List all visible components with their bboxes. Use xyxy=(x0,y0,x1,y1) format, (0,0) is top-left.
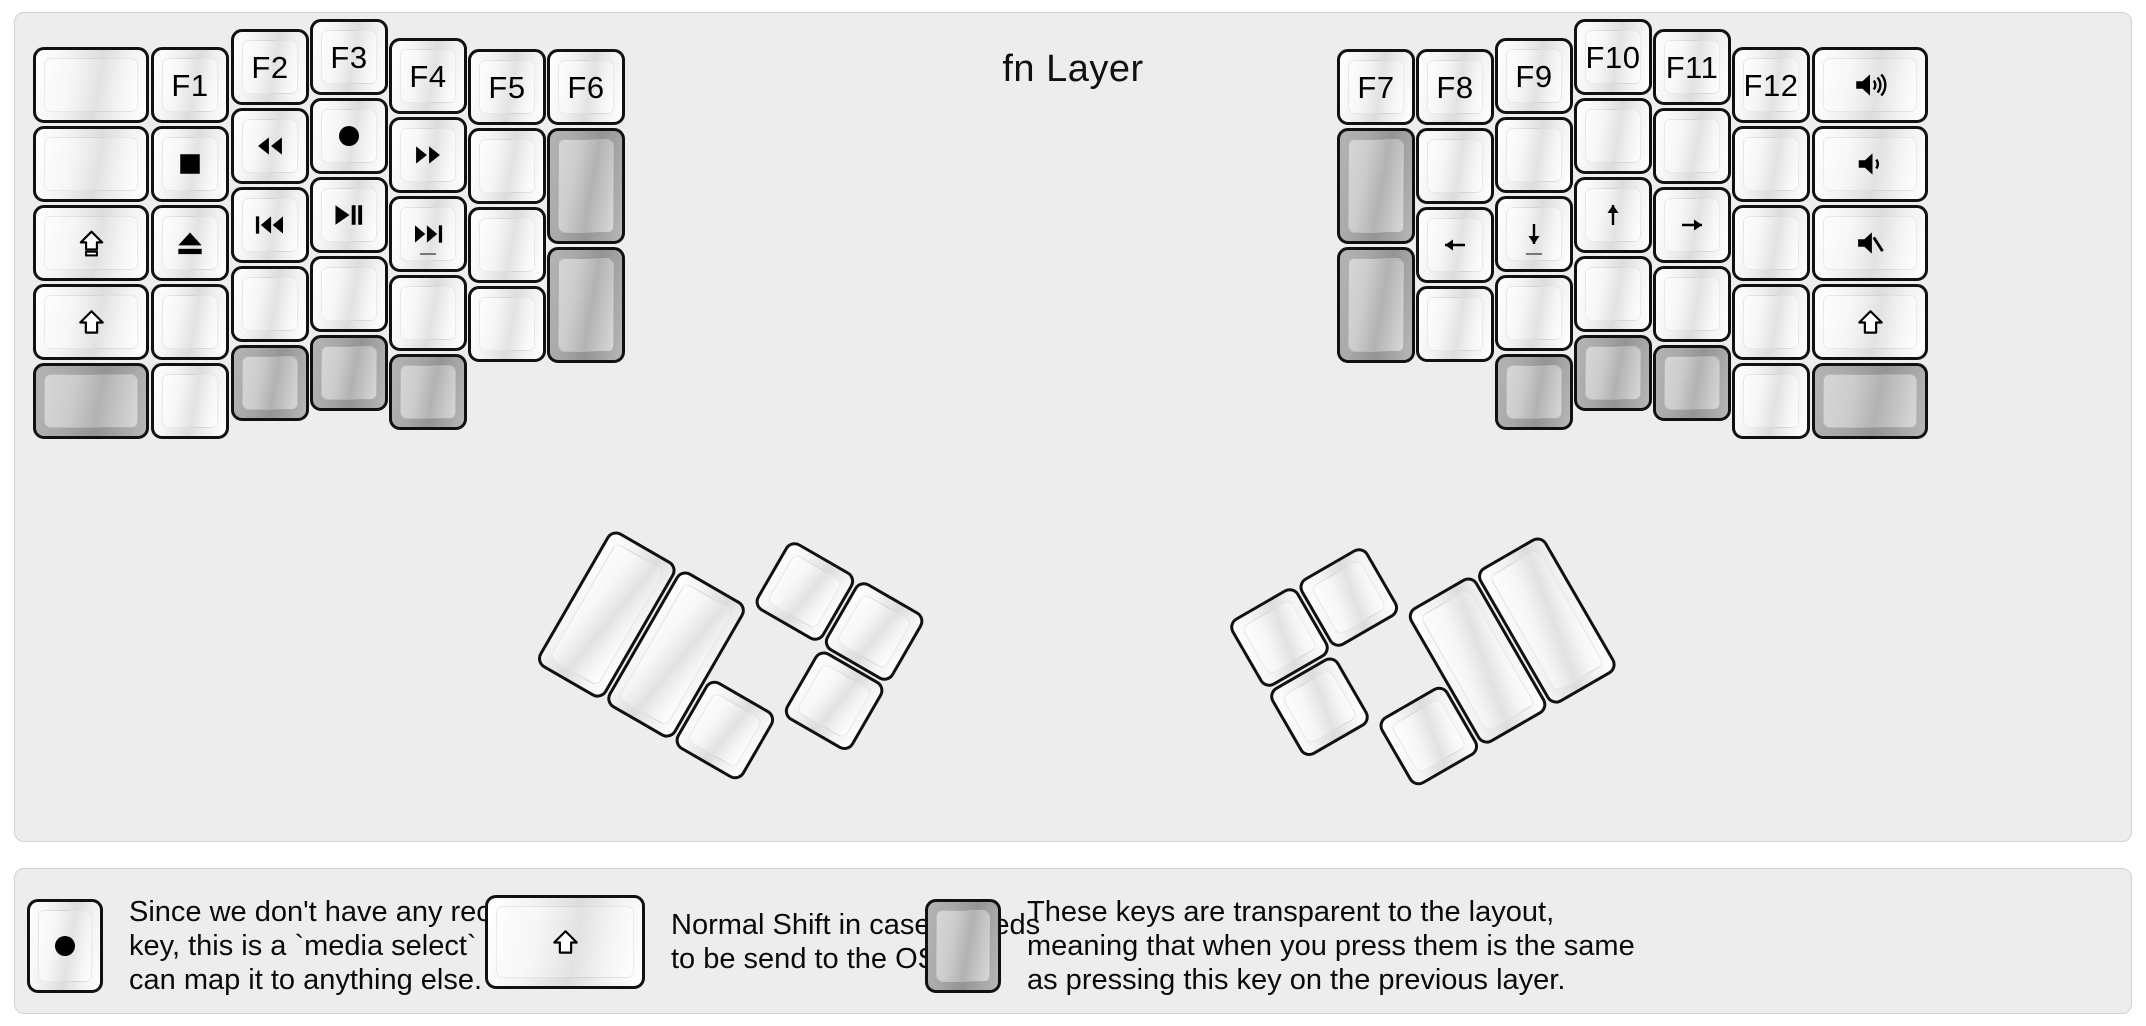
sublabel-dash xyxy=(420,252,436,255)
volume-down-icon xyxy=(1856,149,1884,179)
key-r7-r2[interactable] xyxy=(1812,126,1928,202)
key-l1-r5[interactable] xyxy=(33,363,149,439)
legend-text-2: These keys are transparent to the layout… xyxy=(1027,896,1635,997)
key-l3-r3[interactable] xyxy=(231,187,309,263)
key-l6-r4[interactable] xyxy=(468,286,546,362)
caps-lock-icon xyxy=(78,229,105,258)
rewind-icon xyxy=(254,133,286,159)
page-title: fn Layer xyxy=(1002,48,1144,90)
key-r6-r3[interactable] xyxy=(1732,205,1810,281)
key-r3-r5[interactable] xyxy=(1495,354,1573,430)
key-r6-r2[interactable] xyxy=(1732,126,1810,202)
key-l3-r5[interactable] xyxy=(231,345,309,421)
legend-key-2 xyxy=(925,899,1001,994)
right-thumb-cluster xyxy=(1223,453,1639,843)
arrow-left-icon xyxy=(1439,233,1471,257)
shift-icon xyxy=(78,309,105,336)
key-r5-r3[interactable] xyxy=(1653,187,1731,263)
key-l1-r1[interactable] xyxy=(33,47,149,123)
key-r2-r3[interactable] xyxy=(1416,207,1494,283)
key-r7-r4[interactable] xyxy=(1812,284,1928,360)
eject-icon xyxy=(176,229,204,257)
arrow-up-icon xyxy=(1601,199,1625,231)
key-l1-r4[interactable] xyxy=(33,284,149,360)
arrow-down-icon xyxy=(1522,218,1546,250)
sublabel-dash xyxy=(1526,252,1542,255)
key-l4-r5[interactable] xyxy=(310,335,388,411)
stop-icon xyxy=(177,151,203,177)
key-r3-r1[interactable]: F9 xyxy=(1495,38,1573,114)
left-thumb-cluster xyxy=(525,453,941,843)
key-r4-r3[interactable] xyxy=(1574,177,1652,253)
key-l5-r4[interactable] xyxy=(389,275,467,351)
fast-forward-icon xyxy=(412,142,444,168)
key-r4-r2[interactable] xyxy=(1574,98,1652,174)
key-r3-r3[interactable] xyxy=(1495,196,1573,272)
key-r1-r2[interactable] xyxy=(1337,128,1415,244)
key-r1-r3[interactable] xyxy=(1337,247,1415,363)
key-r7-r3[interactable] xyxy=(1812,205,1928,281)
key-r4-r4[interactable] xyxy=(1574,256,1652,332)
key-r4-r5[interactable] xyxy=(1574,335,1652,411)
key-r3-r4[interactable] xyxy=(1495,275,1573,351)
key-l2-r3[interactable] xyxy=(151,205,229,281)
key-r5-r5[interactable] xyxy=(1653,345,1731,421)
legend-key-0 xyxy=(27,899,103,994)
key-l1-r3[interactable] xyxy=(33,205,149,281)
legend-key-1 xyxy=(485,895,645,989)
legend-panel: Since we don't have any recording key, t… xyxy=(14,868,2132,1014)
key-l4-r4[interactable] xyxy=(310,256,388,332)
shift-icon xyxy=(1857,309,1884,336)
key-r5-r4[interactable] xyxy=(1653,266,1731,342)
play-pause-icon xyxy=(332,202,366,228)
key-r5-r2[interactable] xyxy=(1653,108,1731,184)
record-icon xyxy=(50,931,80,961)
key-l6-r2[interactable] xyxy=(468,128,546,204)
key-l4-r3[interactable] xyxy=(310,177,388,253)
key-l6-r1[interactable]: F5 xyxy=(468,49,546,125)
record-icon xyxy=(334,121,364,151)
key-r6-r4[interactable] xyxy=(1732,284,1810,360)
key-l7-r3[interactable] xyxy=(547,247,625,363)
key-l3-r4[interactable] xyxy=(231,266,309,342)
key-r6-r5[interactable] xyxy=(1732,363,1810,439)
key-l1-r2[interactable] xyxy=(33,126,149,202)
key-l5-r3[interactable] xyxy=(389,196,467,272)
legend-text-0: Since we don't have any recording key, t… xyxy=(129,896,580,997)
next-track-icon xyxy=(411,221,445,247)
shift-icon xyxy=(552,929,579,956)
key-r5-r1[interactable]: F11 xyxy=(1653,29,1731,105)
legend-item-2: These keys are transparent to the layout… xyxy=(925,895,1635,998)
key-l2-r4[interactable] xyxy=(151,284,229,360)
key-l3-r2[interactable] xyxy=(231,108,309,184)
key-r2-r2[interactable] xyxy=(1416,128,1494,204)
legend-layer: Since we don't have any recording key, t… xyxy=(15,869,2131,1013)
key-l4-r2[interactable] xyxy=(310,98,388,174)
key-l5-r2[interactable] xyxy=(389,117,467,193)
mute-icon xyxy=(1855,228,1885,258)
arrow-right-icon xyxy=(1676,213,1708,237)
key-r2-r4[interactable] xyxy=(1416,286,1494,362)
key-r3-r2[interactable] xyxy=(1495,117,1573,193)
key-l7-r2[interactable] xyxy=(547,128,625,244)
key-l2-r2[interactable] xyxy=(151,126,229,202)
key-l5-r1[interactable]: F4 xyxy=(389,38,467,114)
key-l6-r3[interactable] xyxy=(468,207,546,283)
key-r7-r5[interactable] xyxy=(1812,363,1928,439)
key-l5-r5[interactable] xyxy=(389,354,467,430)
key-r2-r1[interactable]: F8 xyxy=(1416,49,1494,125)
legend-item-0: Since we don't have any recording key, t… xyxy=(27,895,580,998)
key-l2-r5[interactable] xyxy=(151,363,229,439)
prev-track-icon xyxy=(253,212,287,238)
key-r7-r1[interactable] xyxy=(1812,47,1928,123)
